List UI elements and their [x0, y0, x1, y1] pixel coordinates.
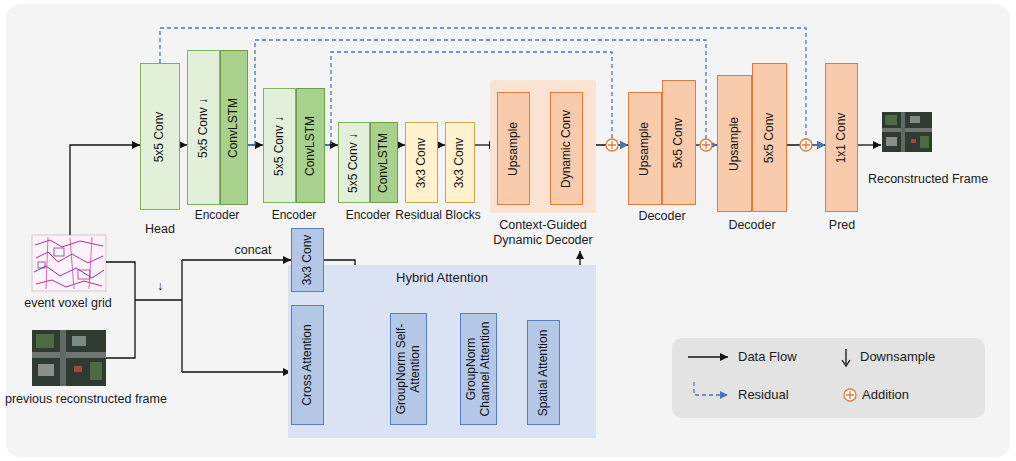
block-label: ConvLSTM [227, 97, 241, 157]
block-label: 5x5 Conv [763, 112, 777, 163]
block-caption: Encoder [195, 208, 240, 222]
block-label: 1x1 Conv [835, 112, 849, 163]
concat-conv: 3x3 Conv [291, 228, 324, 292]
wire-label: concat [235, 243, 272, 258]
image-caption: previous reconstructed frame [5, 392, 167, 407]
convlstm-block: ConvLSTM [220, 50, 248, 205]
block-caption: Decoder [638, 209, 685, 224]
block-caption: Encoder [272, 208, 317, 222]
legend-text: Data Flow [738, 349, 797, 365]
attention-block: GroupNorm Channel Attention [460, 313, 497, 425]
block-caption: Encoder [346, 208, 391, 222]
split-wire [181, 260, 182, 372]
block-label: ConvLSTM [377, 132, 391, 192]
previous-frame-image [32, 330, 106, 386]
block-label: Spatial Attention [537, 329, 551, 416]
decoder-conv: 5x5 Conv [752, 63, 787, 212]
downsample-conv: 5x5 Conv ↓ [187, 50, 220, 205]
pred-conv: 1x1 Conv [825, 63, 858, 212]
head-conv: 5x5 Conv [140, 63, 180, 210]
flow-arrow [180, 144, 187, 145]
block-caption: Decoder [728, 218, 775, 233]
block-label: 3x3 Conv [301, 235, 315, 286]
addition-symbol [606, 139, 618, 151]
flow-arrow [438, 144, 445, 145]
block-label: Upsample [507, 121, 521, 175]
legend-downsample-sample [842, 349, 850, 366]
reconstructed-frame-image [882, 112, 932, 152]
upsample-block: Upsample [497, 92, 530, 205]
block-caption: Pred [829, 218, 855, 233]
block-caption: Head [145, 222, 175, 237]
decoder-conv: 5x5 Conv [662, 80, 696, 205]
addition-symbol [700, 139, 712, 151]
convlstm-block: ConvLSTM [370, 122, 398, 203]
legend-residual-sample [694, 382, 728, 395]
input-wire [70, 145, 140, 235]
decoder-region: Context-Guided Dynamic Decoder Upsample Dy… [481, 80, 605, 251]
block-label: 5x5 Conv ↓ [273, 115, 287, 175]
residual-block: 3x3 Conv [405, 122, 438, 203]
upsample-block: Upsample [628, 92, 662, 205]
block-label: 5x5 Conv [672, 117, 686, 168]
image-caption: Reconstructed Frame [868, 172, 988, 187]
block-label: Dynamic Conv [560, 109, 574, 187]
addition-symbol [800, 139, 812, 151]
block-label: Cross Attention [301, 324, 315, 405]
image-caption: event voxel grid [24, 296, 112, 311]
block-label: 3x3 Conv [453, 137, 467, 188]
region-caption: Context-Guided Dynamic Decoder [481, 218, 605, 248]
downsample-mark: ↓ [157, 279, 163, 294]
output-wire [858, 144, 881, 145]
attention-block: Spatial Attention [527, 320, 560, 425]
panel-title: Hybrid Attention [288, 270, 596, 286]
concat-wire [182, 259, 291, 260]
dynamic-conv-block: Dynamic Conv [550, 92, 583, 205]
legend-addition-sample [844, 389, 856, 401]
input-wire [135, 299, 182, 300]
upsample-block: Upsample [717, 75, 752, 212]
attention-block: GroupNorm Self-Attention [390, 313, 427, 425]
legend-text: Downsample [860, 349, 935, 365]
event-voxel-image [32, 235, 106, 291]
legend-flow-sample [688, 356, 728, 358]
legend-text: Addition [862, 387, 909, 403]
flow-arrow [398, 144, 405, 145]
attention-block: Cross Attention [291, 305, 324, 425]
block-label: 5x5 Conv ↓ [197, 97, 211, 157]
block-label: Upsample [728, 116, 742, 170]
block-label: GroupNorm Channel Attention [465, 318, 493, 420]
attention-panel: Hybrid AttentionCross Attention GroupNorm… [288, 265, 596, 438]
block-label: 5x5 Conv [153, 111, 167, 162]
block-label: 3x3 Conv [415, 137, 429, 188]
residual-block: 3x3 Conv [445, 122, 475, 203]
cross-wire [182, 371, 291, 372]
downsample-conv: 5x5 Conv ↓ [338, 122, 370, 203]
block-caption: Residual Blocks [395, 208, 480, 222]
legend-text: Residual [738, 387, 789, 403]
convlstm-block: ConvLSTM [296, 88, 325, 203]
background-panel [6, 4, 1010, 457]
block-label: Upsample [638, 121, 652, 175]
downsample-conv: 5x5 Conv ↓ [263, 88, 296, 203]
block-label: ConvLSTM [304, 115, 318, 175]
block-label: 5x5 Conv ↓ [347, 132, 361, 192]
legend-box [672, 338, 985, 418]
block-label: GroupNorm Self-Attention [395, 318, 423, 420]
